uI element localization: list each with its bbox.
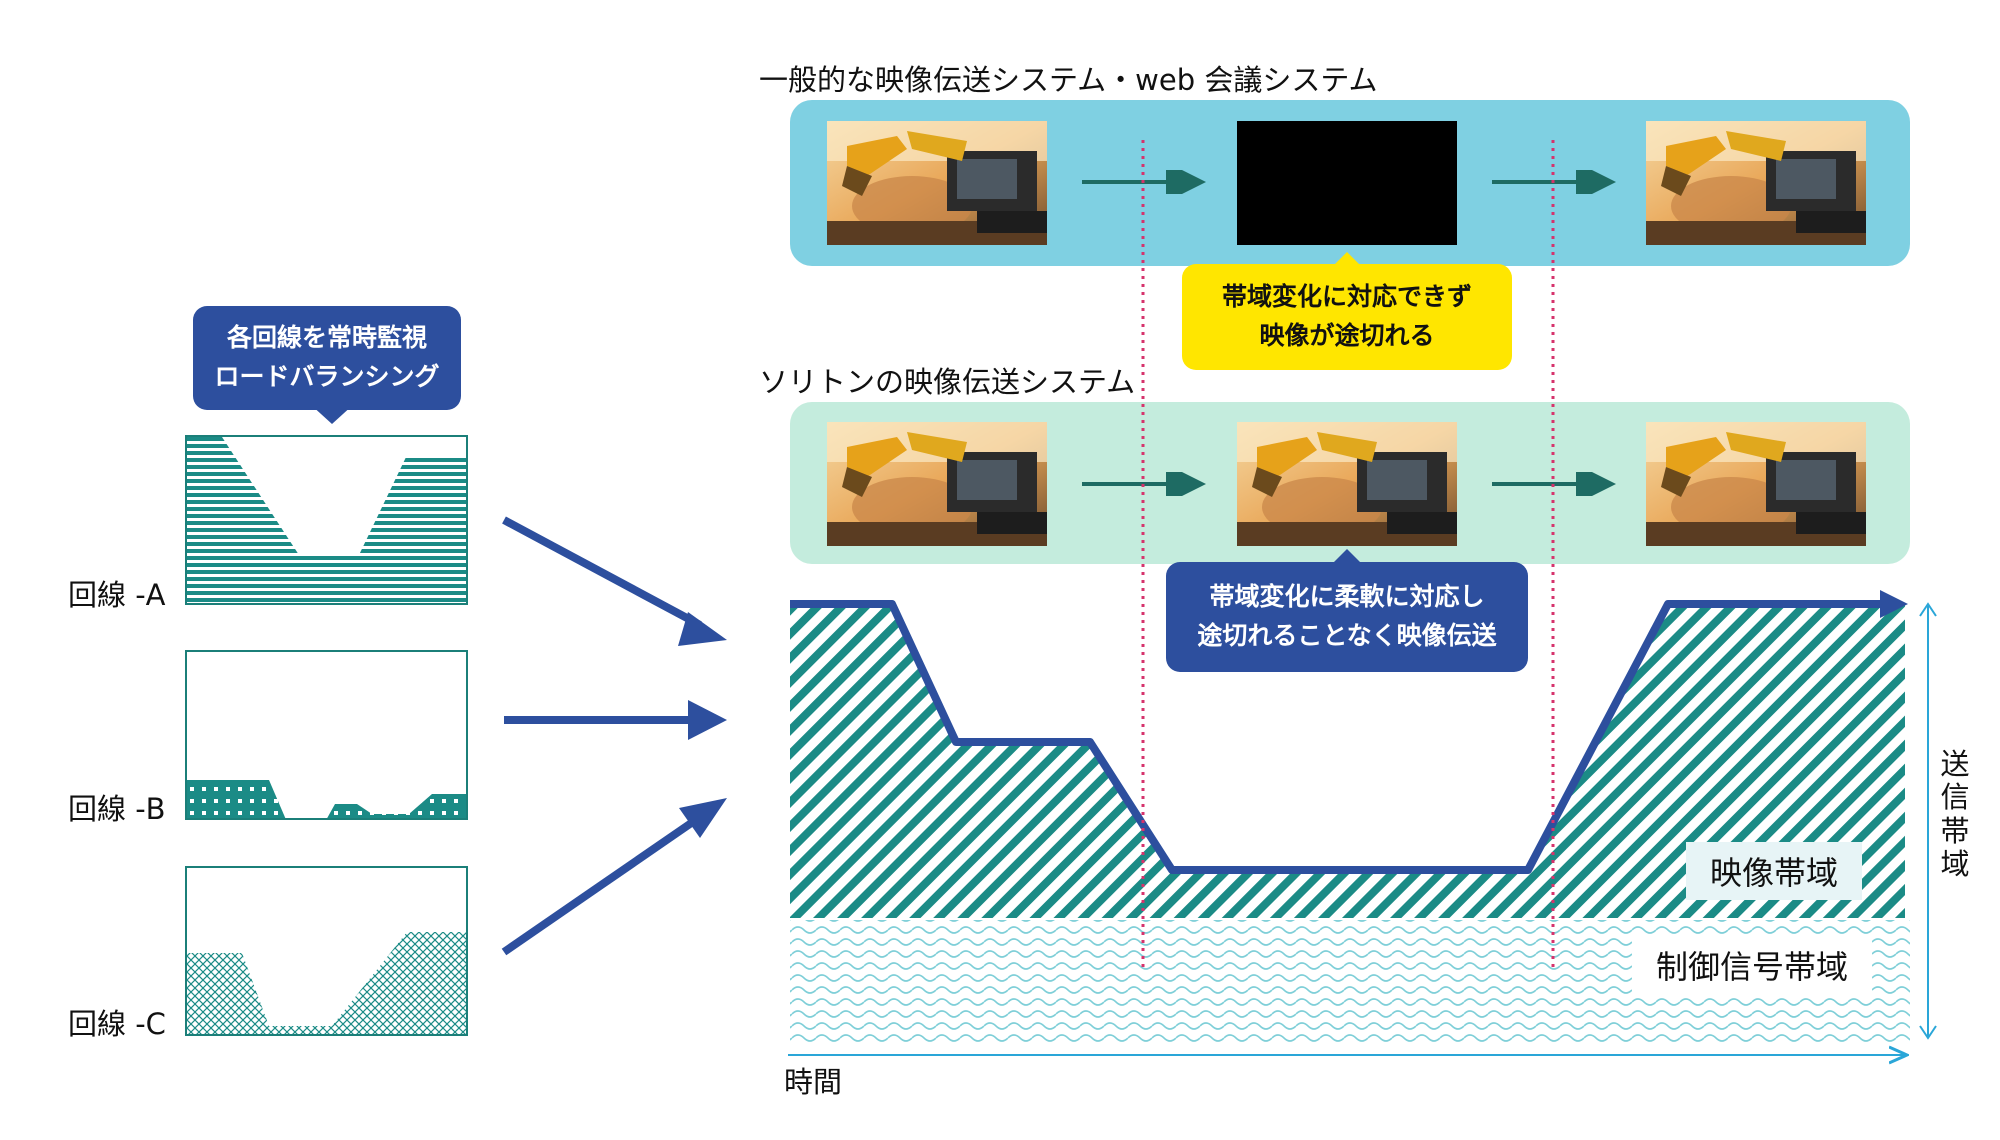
right-arrow-icon xyxy=(1492,472,1616,496)
flex-callout-line2: 途切れることなく映像伝送 xyxy=(1197,621,1497,650)
monitor-callout-line2: ロードバランシング xyxy=(214,362,440,391)
monitor-callout: 各回線を常時監視ロードバランシング xyxy=(193,306,461,410)
fail-callout-line1: 帯域変化に対応できず xyxy=(1221,282,1472,312)
top-system-title: 一般的な映像伝送システム・web 会議システム xyxy=(759,63,1378,97)
bandwidth-line xyxy=(790,600,1880,874)
send-bandwidth-label: 送信帯域 xyxy=(1940,747,1970,882)
video-band-label: 映像帯域 xyxy=(1686,842,1863,900)
monitor-callout-line1: 各回線を常時監視 xyxy=(226,323,427,353)
arrow-from-line-c xyxy=(501,813,703,956)
line-b-chart xyxy=(185,650,468,820)
arrow-from-line-a xyxy=(502,516,702,629)
blank-video-frame xyxy=(1237,121,1457,245)
right-arrow-icon xyxy=(1492,170,1616,194)
line-c-label: 回線 -C xyxy=(68,1007,166,1041)
fail-callout-line2: 映像が途切れる xyxy=(1259,321,1435,350)
arrow-from-line-b-head xyxy=(688,700,727,740)
bandwidth-line-arrowhead xyxy=(1880,590,1908,618)
fail-callout: 帯域変化に対応できず映像が途切れる xyxy=(1182,264,1512,370)
arrow-from-line-c-head xyxy=(679,798,727,838)
video-bandwidth-area xyxy=(790,604,1905,918)
right-arrow-icon xyxy=(1082,472,1206,496)
line-c-chart xyxy=(185,866,468,1036)
arrow-from-line-a-head xyxy=(678,612,727,646)
flex-callout-line1: 帯域変化に柔軟に対応し xyxy=(1209,582,1485,612)
soliton-system-title: ソリトンの映像伝送システム xyxy=(759,365,1136,399)
time-axis-label: 時間 xyxy=(784,1065,843,1099)
flex-callout: 帯域変化に柔軟に対応し途切れることなく映像伝送 xyxy=(1166,562,1528,672)
control-band-label: 制御信号帯域 xyxy=(1632,936,1873,994)
line-b-label: 回線 -B xyxy=(68,792,166,826)
line-a-chart xyxy=(185,435,468,605)
right-arrow-icon xyxy=(1082,170,1206,194)
line-a-label: 回線 -A xyxy=(68,578,166,612)
